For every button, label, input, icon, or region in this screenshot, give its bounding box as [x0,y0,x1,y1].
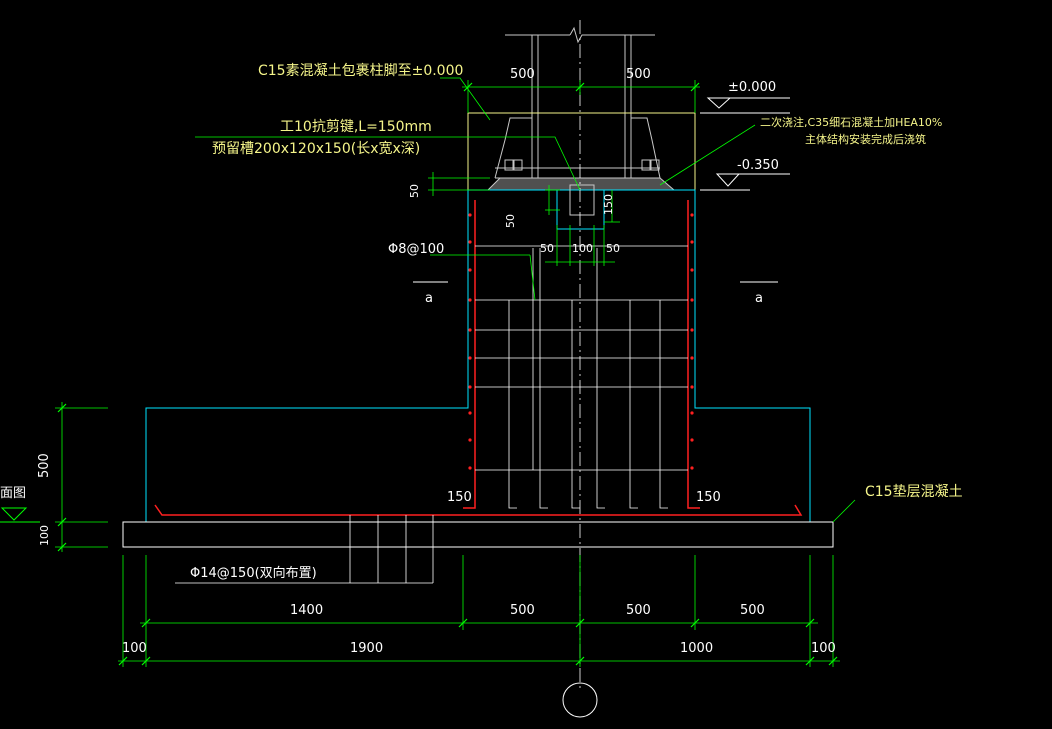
rebar-dot [468,356,472,360]
section-mark-right: a [755,291,763,306]
rebar-dot [468,328,472,332]
leader-lines [195,77,856,523]
side-mark-label: 面图 [0,486,26,501]
dim-row2-1: 100 [122,641,147,656]
dim-top-left: 500 [510,67,535,82]
dimension-ticks [57,82,838,666]
slot-label: 预留槽200x120x150(长x宽x深) [212,140,420,157]
rebar-dot [468,213,472,217]
rebar-dot [690,385,694,389]
dim-base-height: 500 [37,453,52,478]
dim-slot-width: 100 [572,242,593,255]
section-mark-left: a [425,291,433,306]
dim-slot-right: 50 [606,242,620,255]
foundation-outline [145,184,811,523]
cushion-layer [122,521,834,548]
axis-bubble [562,682,598,718]
side-level-marker [0,507,40,523]
bottom-rebar-label: Φ14@150(双向布置) [190,565,317,581]
dim-cover-right: 150 [696,490,721,505]
grout-note-line1: 二次浇注,C35细石混凝土加HEA10% [760,115,942,129]
rebar-dots [468,213,694,470]
dim-slot-top: 50 [504,214,517,228]
dim-slot-left: 50 [540,242,554,255]
rebar-dot [690,411,694,415]
stirrup-label: Φ8@100 [388,242,444,257]
rebar-dot [690,356,694,360]
dimension-lines [55,80,840,667]
concrete-wrap-label: C15素混凝土包裹柱脚至±0.000 [258,63,463,79]
rebar-dot [468,438,472,442]
rebar-cage [154,200,803,516]
rebar-dot [690,213,694,217]
rebar-dot [690,466,694,470]
shear-key-label: 工10抗剪键,L=150mm [280,119,432,135]
rebar-dot [468,240,472,244]
grout-note-line2: 主体结构安装完成后浇筑 [805,132,926,146]
dim-row2-4: 100 [811,641,836,656]
cushion-label: C15垫层混凝土 [865,484,963,500]
vertical-bars [508,248,668,509]
rebar-dot [468,298,472,302]
bottom-rebar-leader [175,515,434,584]
steel-column [494,26,661,179]
dim-row1-4: 500 [740,603,765,618]
rebar-dot [690,438,694,442]
rebar-dot [690,328,694,332]
dim-row1-2: 500 [510,603,535,618]
anchor-bolts [504,159,660,171]
dim-cushion-height: 100 [38,525,51,546]
rebar-dot [468,385,472,389]
level-marker-base [700,173,790,191]
dim-top-right: 500 [626,67,651,82]
rebar-dot [468,268,472,272]
dim-row2-2: 1900 [350,641,383,656]
rebar-dot [690,298,694,302]
rebar-dot [468,466,472,470]
rebar-dot [690,268,694,272]
dim-cover-left: 150 [447,490,472,505]
rebar-dot [468,411,472,415]
level-base-label: -0.350 [737,158,779,173]
dim-row1-3: 500 [626,603,651,618]
grout-layer [486,177,676,191]
rebar-dot [690,240,694,244]
dim-row2-3: 1000 [680,641,713,656]
dim-slot-side: 150 [602,194,615,215]
dim-grout-depth: 50 [408,184,421,198]
level-marker-top [700,97,790,114]
stirrups [475,245,688,471]
level-top-label: ±0.000 [728,80,776,95]
dim-row1-1: 1400 [290,603,323,618]
